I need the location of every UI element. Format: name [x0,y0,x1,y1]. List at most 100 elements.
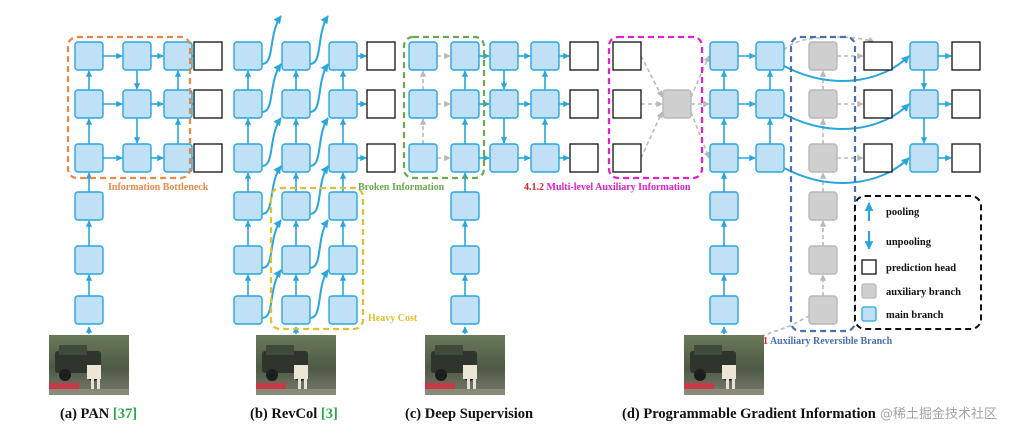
main-branch-block [909,143,939,173]
main-branch-block [163,89,193,119]
prediction-head-block [193,89,223,119]
main-branch-block [74,245,104,275]
broken-info-box [402,35,486,180]
prediction-head-block [193,41,223,71]
input-image [425,335,505,395]
prediction-head-block [612,41,642,71]
auxiliary-branch-icon [861,283,877,299]
caption-pgi: (d) Programmable Gradient Information [622,406,876,422]
legend-auxiliary-branch-label: auxiliary branch [886,287,961,298]
input-image [256,335,336,395]
prediction-head-block [951,143,981,173]
prediction-head-block [193,143,223,173]
main-branch-block [709,143,739,173]
main-curve [261,63,282,113]
auxiliary-arrow [640,111,663,159]
main-branch-block [450,41,480,71]
main-branch-block [755,89,785,119]
main-curve [309,15,329,65]
multi-level-aux-label: 4.1.2 Multi-level Auxiliary Information [524,182,691,193]
watermark: @稀土掘金技术社区 [880,406,997,422]
auxiliary-branch-block [808,41,838,71]
main-curve [309,219,329,269]
prediction-head-block [612,143,642,173]
auxiliary-branch-block [808,143,838,173]
main-branch-block [709,191,739,221]
caption-pan: (a) PAN [37] [60,406,137,422]
main-branch-block [74,89,104,119]
legend-box [854,195,982,330]
main-branch-block [233,191,263,221]
main-branch-block [328,89,358,119]
main-branch-block [74,191,104,221]
main-branch-block [74,41,104,71]
main-branch-block [530,143,560,173]
main-branch-block [709,41,739,71]
main-branch-block [709,295,739,325]
main-branch-block [450,245,480,275]
caption-revcol-ref: [3] [321,406,338,422]
main-branch-block [709,89,739,119]
main-branch-block [233,41,263,71]
main-branch-block [74,143,104,173]
info-bottleneck-box [66,35,192,180]
main-branch-block [450,143,480,173]
prediction-head-icon [861,259,877,275]
auxiliary-branch-block [808,191,838,221]
prediction-head-block [612,89,642,119]
main-branch-block [755,41,785,71]
main-branch-block [530,41,560,71]
main-branch-block [328,245,358,275]
main-branch-block [450,191,480,221]
main-curve [783,55,910,82]
main-branch-block [530,89,560,119]
auxiliary-branch-block [808,245,838,275]
main-branch-block [122,89,152,119]
main-branch-block [281,245,311,275]
caption-pan-ref: [37] [113,406,137,422]
auxiliary-arrow [690,111,710,159]
legend-pooling-label: pooling [886,207,920,218]
prediction-head-block [951,41,981,71]
main-branch-block [489,89,519,119]
prediction-head-block [569,89,599,119]
main-branch-block [163,41,193,71]
prediction-head-block [366,89,396,119]
main-branch-block [408,41,438,71]
prediction-head-block [951,89,981,119]
main-branch-block [233,89,263,119]
prediction-head-block [863,89,893,119]
main-branch-block [408,143,438,173]
main-branch-block [489,143,519,173]
prediction-head-block [366,41,396,71]
legend-prediction-head-label: prediction head [886,263,956,274]
main-branch-block [122,143,152,173]
main-branch-block [709,245,739,275]
auxiliary-curve [783,36,875,51]
main-branch-block [328,295,358,325]
main-branch-block [489,41,519,71]
main-curve [261,117,282,167]
caption-revcol-text: (b) RevCol [250,406,321,422]
multi-level-aux-box [607,35,704,180]
main-branch-block [281,41,311,71]
caption-revcol: (b) RevCol [3] [250,406,338,422]
legend-unpooling-label: unpooling [886,237,932,248]
main-branch-block [233,245,263,275]
heavy-cost-label: Heavy Cost [368,313,418,324]
main-curve [261,15,282,65]
main-branch-block [281,143,311,173]
main-curve [783,157,910,184]
broken-info-label: Broken Information [358,182,445,193]
main-branch-block [450,295,480,325]
main-branch-block [328,191,358,221]
main-branch-block [233,143,263,173]
main-branch-block [233,295,263,325]
main-curve [261,165,282,215]
main-branch-block [755,143,785,173]
auxiliary-branch-block [808,89,838,119]
main-branch-block [281,295,311,325]
prediction-head-block [569,41,599,71]
main-branch-block [281,89,311,119]
